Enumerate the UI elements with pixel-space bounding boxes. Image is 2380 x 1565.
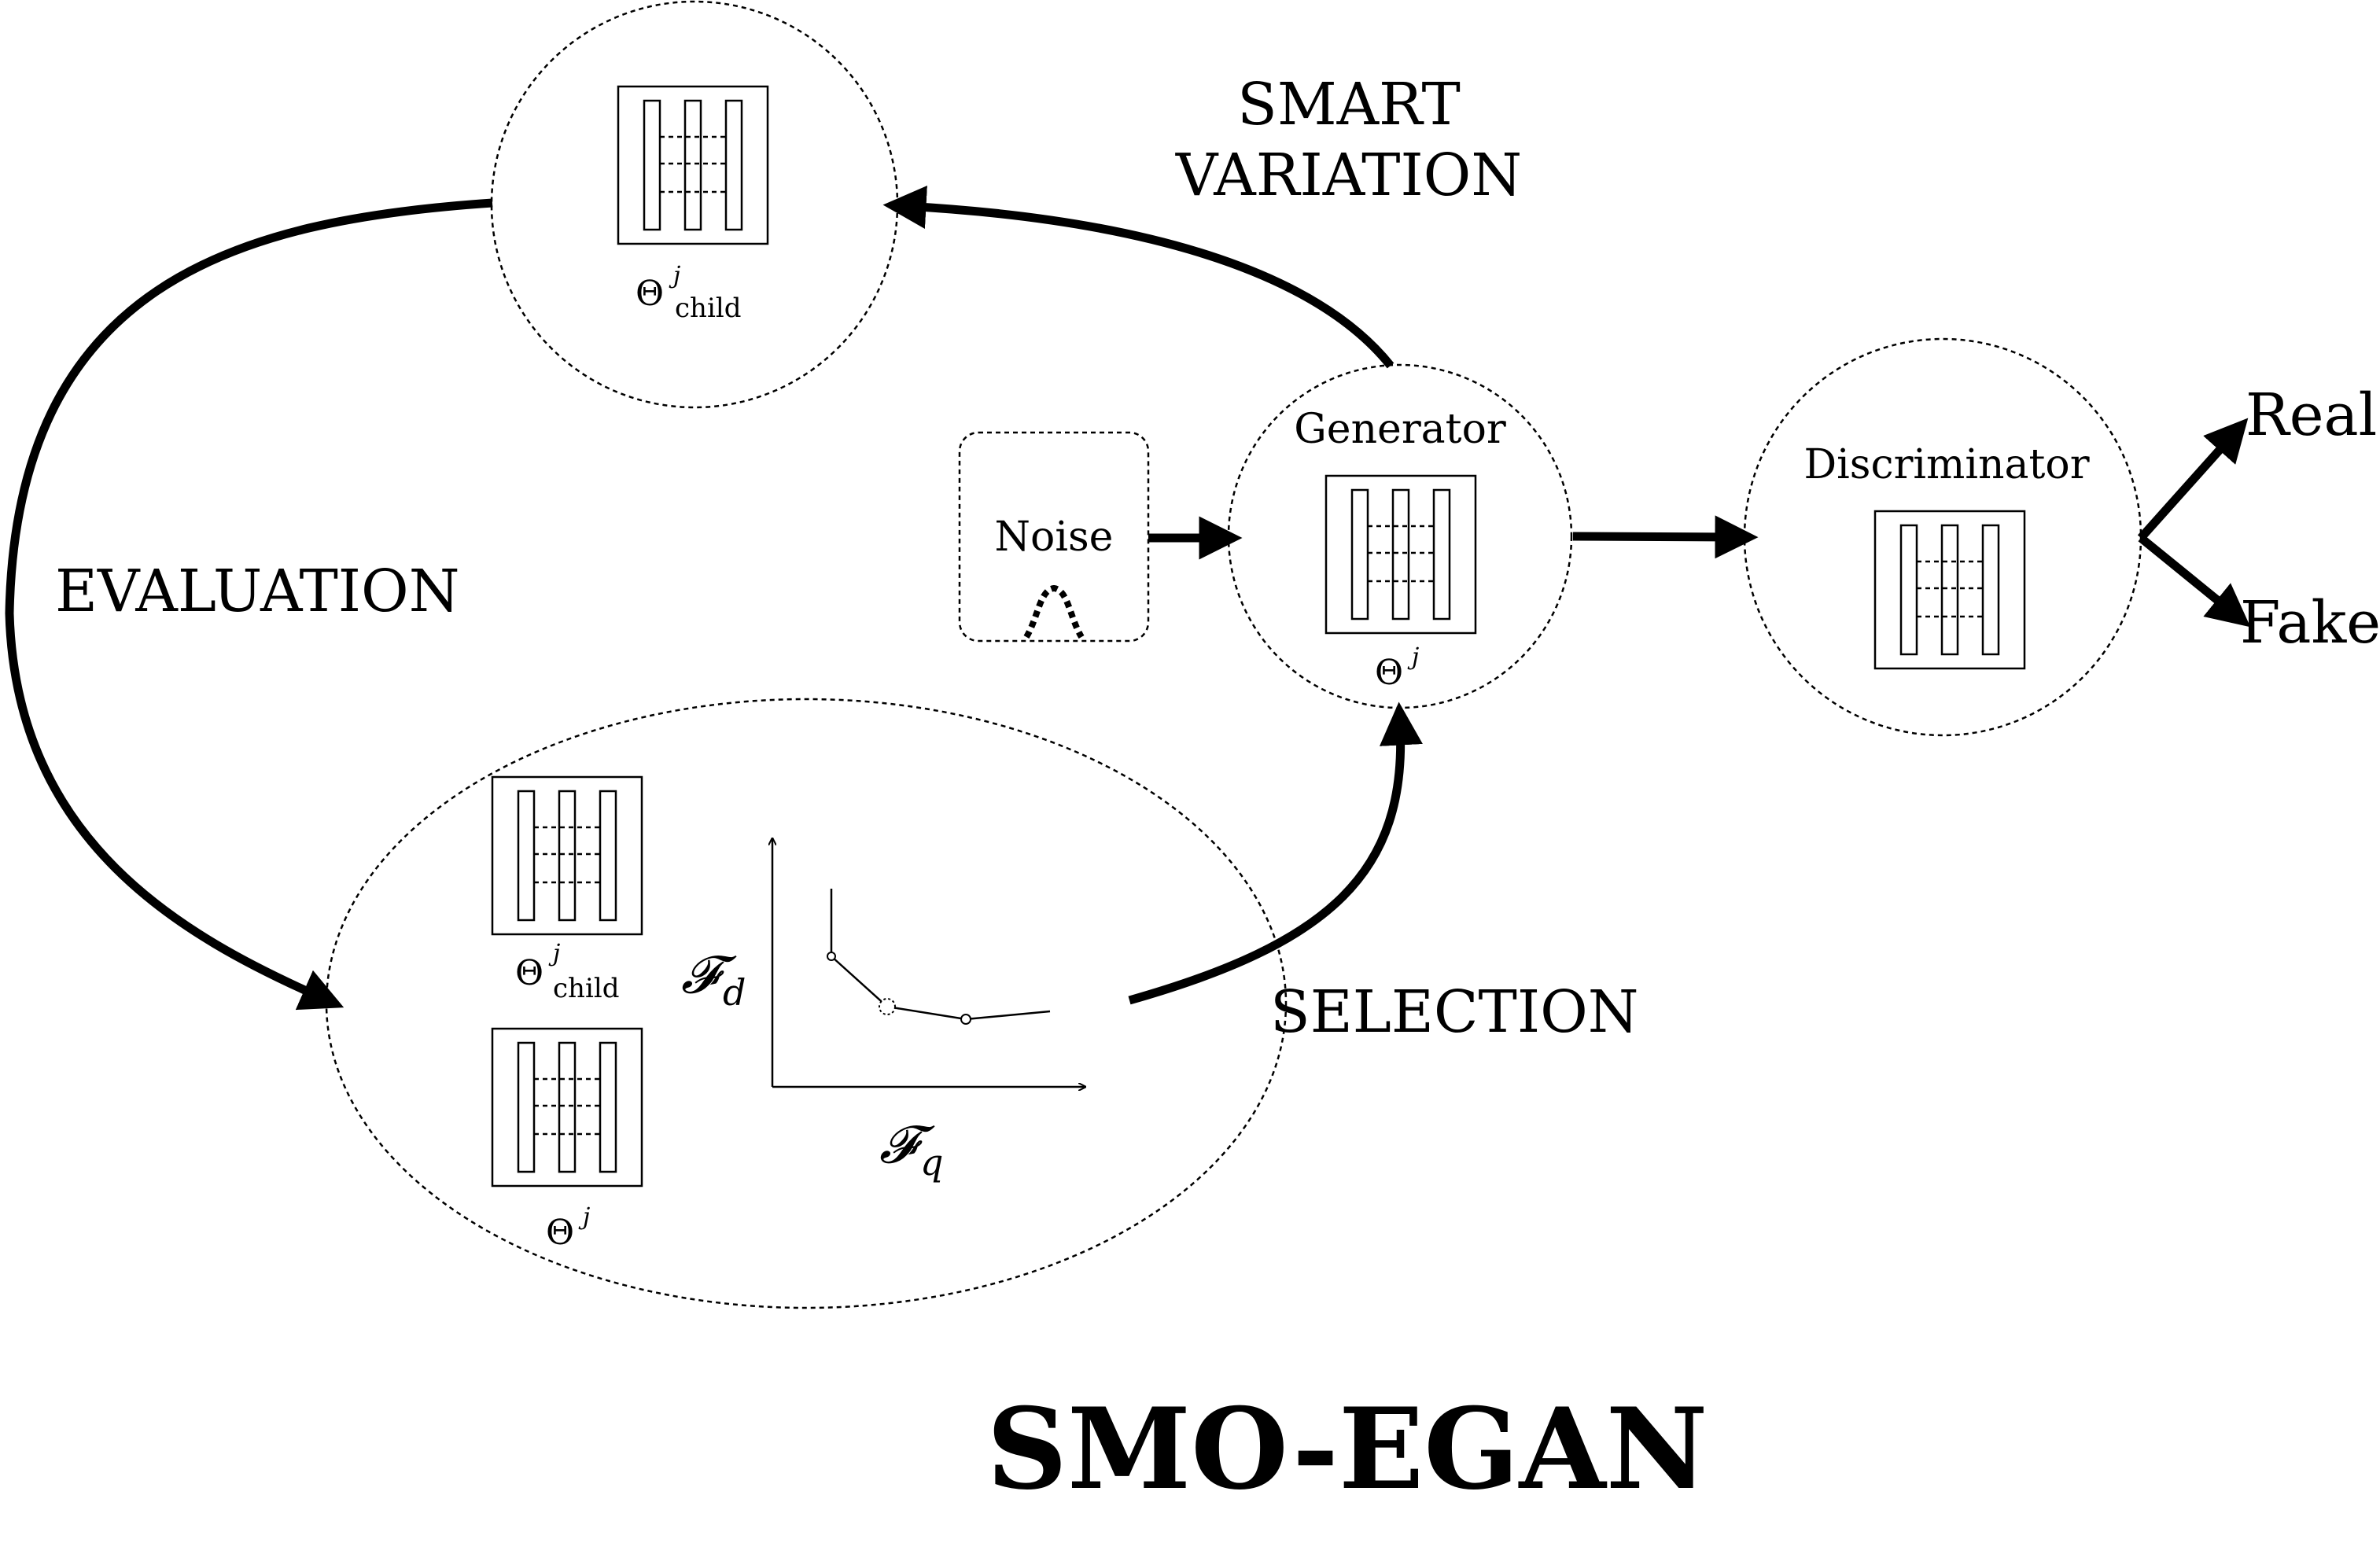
noise-label: Noise — [995, 514, 1114, 561]
smart-label-line2: VARIATION — [1175, 142, 1522, 209]
superscript-j: j — [1407, 643, 1419, 671]
subscript-child: child — [675, 293, 741, 324]
superscript-j: j — [669, 262, 680, 289]
selection-label: SELECTION — [1270, 978, 1639, 1046]
pareto-point — [827, 952, 836, 961]
evaluation-label: EVALUATION — [55, 558, 459, 625]
smart-label-line1: SMART — [1237, 71, 1461, 138]
generator-to-discriminator-arrow — [1572, 515, 1759, 559]
pareto-front-line — [830, 889, 1051, 1021]
generator-circle — [1227, 363, 1573, 709]
real-output-arrow — [2137, 418, 2249, 541]
network-icon — [491, 775, 643, 936]
superscript-j: j — [578, 1203, 590, 1231]
evaluation-node: Θ j child Θ j 𝓕 d 𝓕 q — [325, 698, 1288, 1309]
f-d-subscript: d — [723, 971, 746, 1014]
fake-label: Fake — [2240, 589, 2380, 657]
noise-box: Noise — [958, 431, 1150, 643]
pareto-front-plot-icon: 𝓕 d 𝓕 q — [681, 838, 1085, 1184]
fake-output-arrow — [2138, 534, 2251, 628]
pareto-point — [879, 998, 896, 1015]
discriminator-node: Discriminator — [1743, 337, 2142, 737]
child-node-circle — [490, 0, 899, 409]
discriminator-circle — [1743, 337, 2142, 737]
child-node: Θ j child — [490, 0, 899, 409]
gaussian-noise-icon — [1023, 584, 1085, 639]
network-icon — [491, 1027, 643, 1188]
diagram-title: SMO-EGAN — [986, 1384, 1708, 1515]
network-icon — [1324, 474, 1477, 635]
f-q-subscript: q — [920, 1141, 943, 1184]
subscript-child: child — [553, 973, 619, 1004]
selection-arrow — [1128, 701, 1423, 1005]
pareto-point — [960, 1014, 971, 1025]
theta-symbol: Θ — [1375, 653, 1403, 693]
superscript-j: j — [548, 940, 560, 967]
generator-label: Generator — [1294, 406, 1506, 453]
network-icon — [1873, 510, 2026, 670]
smart-variation-arrow — [882, 186, 1394, 369]
discriminator-label: Discriminator — [1803, 441, 2089, 488]
evaluation-arrow — [5, 198, 493, 1011]
theta-symbol: Θ — [546, 1213, 574, 1253]
theta-symbol: Θ — [636, 274, 664, 314]
evaluation-ellipse — [325, 698, 1288, 1309]
network-icon — [617, 85, 769, 245]
theta-symbol: Θ — [515, 953, 543, 993]
real-label: Real — [2246, 381, 2377, 449]
generator-node: Generator Θ j — [1227, 363, 1573, 709]
